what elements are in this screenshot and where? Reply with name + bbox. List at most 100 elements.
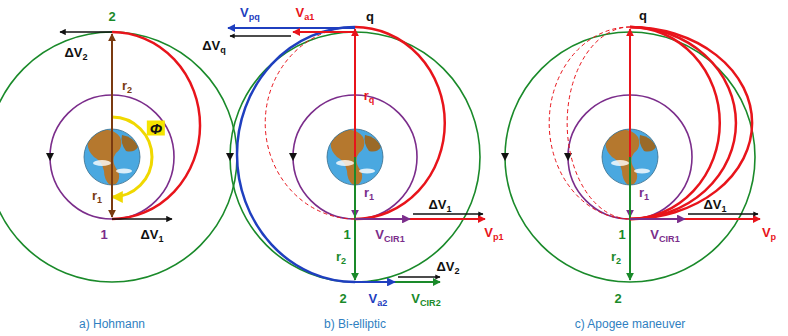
earth-cloud (93, 160, 111, 166)
transfer-orbit (630, 27, 752, 219)
transfer-orbit-dashed (567, 27, 630, 219)
earth-cloud (336, 160, 354, 166)
velocity-label: Vpq (240, 5, 260, 20)
symbol-text: V (762, 225, 771, 240)
point-label: q (639, 8, 647, 23)
symbol-text: ΔV (64, 45, 82, 60)
subscript-text: 2 (341, 256, 346, 266)
delta-v-arrow (112, 218, 172, 220)
velocity-arrow (228, 27, 355, 29)
symbol-text: ΔV (436, 259, 454, 274)
panel-caption: b) Bi-elliptic (324, 317, 386, 332)
subscript-text: pq (249, 12, 260, 22)
point-label: q (366, 9, 374, 24)
velocity-label: Vp (762, 225, 776, 240)
subscript-text: q (369, 95, 375, 105)
velocity-label: VCIR1 (375, 227, 404, 242)
radius-label: r1 (92, 188, 102, 203)
delta-v-label: ΔV1 (703, 197, 726, 212)
symbol-text: r (122, 78, 127, 93)
velocity-label: Va2 (369, 291, 388, 306)
symbol-text: r (639, 185, 644, 200)
earth-land (331, 130, 365, 187)
earth-land (122, 135, 139, 152)
velocity-arrow (630, 218, 760, 220)
symbol-text: ΔV (428, 197, 446, 212)
symbol-text: r (336, 249, 341, 264)
direction-mark (501, 153, 509, 161)
delta-v-arrow (60, 31, 112, 33)
transfer-orbit (355, 27, 445, 219)
subscript-text: 1 (721, 204, 726, 214)
transfer-orbit (112, 32, 200, 219)
radius-label: rq (364, 88, 375, 103)
point-label: 1 (618, 227, 625, 242)
earth-cloud (634, 169, 650, 174)
point-label: 2 (339, 291, 346, 306)
point-label: 2 (108, 9, 115, 24)
radius-arrow (111, 34, 113, 157)
radius-label: r2 (122, 78, 132, 93)
symbol-text: V (484, 225, 493, 240)
subscript-text: q (220, 45, 226, 55)
velocity-label: Vp1 (484, 225, 503, 240)
delta-v-label: ΔV1 (428, 197, 451, 212)
subscript-text: CIR2 (420, 298, 441, 308)
subscript-text: 1 (369, 192, 374, 202)
velocity-label: VCIR1 (650, 227, 679, 242)
target-orbit (0, 32, 237, 282)
symbol-text: V (375, 227, 384, 242)
velocity-arrow (630, 218, 685, 220)
delta-v-label: ΔV2 (436, 259, 459, 274)
velocity-arrow (355, 281, 395, 283)
velocity-arrow (293, 31, 355, 33)
angle-label: Φ (147, 121, 165, 136)
earth-cloud (116, 169, 132, 174)
radius-label: r1 (364, 185, 374, 200)
symbol-text: V (650, 227, 659, 242)
subscript-text: 1 (97, 195, 102, 205)
earth-land (88, 130, 122, 187)
transfer-orbit (630, 27, 736, 219)
radius-arrow (629, 29, 631, 157)
transfer-orbit-dashed (549, 27, 630, 219)
symbol-text: ΔV (703, 197, 721, 212)
symbol-text: V (296, 5, 305, 20)
delta-v-label: ΔV1 (140, 227, 163, 242)
velocity-label: Va1 (296, 5, 315, 20)
delta-v-label: ΔVq (202, 38, 226, 53)
symbol-text: r (364, 88, 369, 103)
panel-caption: c) Apogee maneuver (575, 317, 686, 332)
subscript-text: p1 (493, 232, 504, 242)
symbol-text: V (369, 291, 378, 306)
delta-v-arrow (230, 35, 291, 36)
symbol-text: r (364, 185, 369, 200)
direction-mark (289, 153, 297, 161)
delta-v-label: ΔV2 (64, 45, 87, 60)
earth-land (606, 130, 640, 187)
symbol-text: V (411, 291, 420, 306)
point-label: 2 (614, 291, 621, 306)
earth-cloud (359, 169, 375, 174)
subscript-text: CIR1 (384, 234, 405, 244)
subscript-text: 1 (158, 234, 163, 244)
velocity-arrow (355, 281, 440, 283)
earth-land (365, 135, 382, 152)
subscript-text: p (771, 232, 777, 242)
delta-v-arrow (398, 276, 440, 277)
subscript-text: 2 (82, 52, 87, 62)
velocity-arrow (355, 218, 485, 220)
delta-v-arrow (413, 213, 483, 214)
point-label: 1 (343, 227, 350, 242)
subscript-text: 2 (454, 266, 459, 276)
symbol-text: r (92, 188, 97, 203)
subscript-text: 1 (446, 204, 451, 214)
subscript-text: a2 (377, 298, 387, 308)
velocity-arrow (355, 218, 410, 220)
symbol-text: V (240, 5, 249, 20)
radius-arrow (111, 157, 113, 217)
subscript-text: 2 (127, 85, 132, 95)
subscript-text: CIR1 (659, 234, 680, 244)
